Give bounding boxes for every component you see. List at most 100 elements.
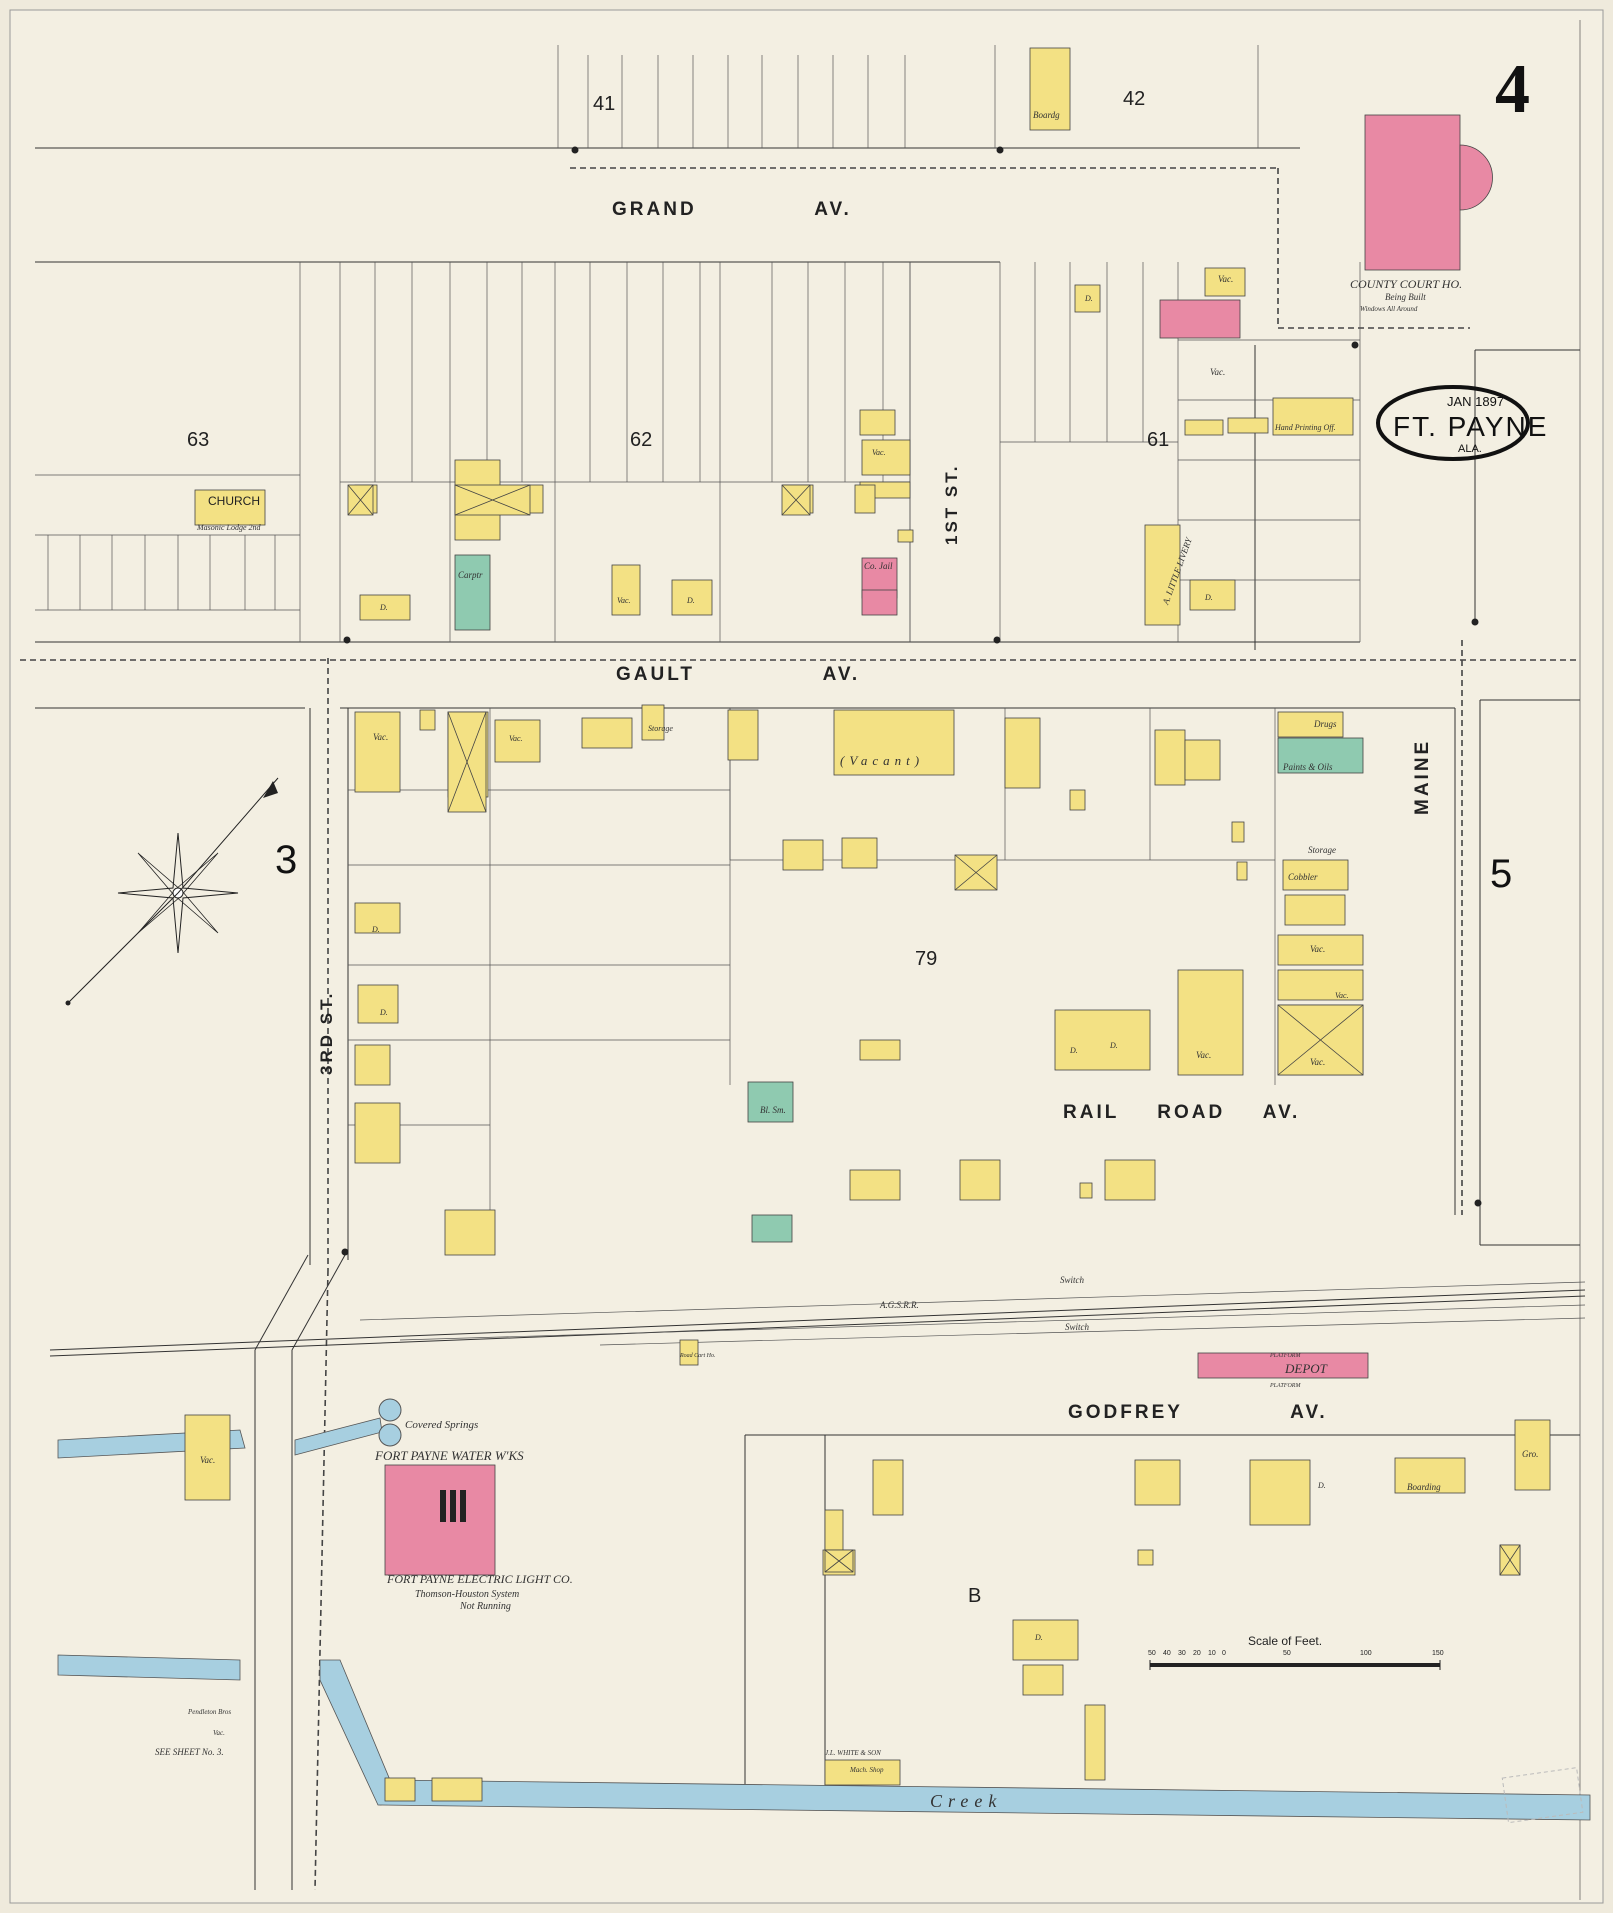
svg-text:30: 30 (1178, 1650, 1186, 1657)
title-town: FT. PAYNE (1393, 411, 1548, 442)
sheds (347, 484, 1521, 1576)
hand-printing-label: Hand Printing Off. (1274, 423, 1336, 432)
svg-text:0: 0 (1222, 1650, 1226, 1657)
pendleton-label: Pendleton Bros (187, 1708, 231, 1716)
sheet-number: 4 (1495, 51, 1530, 128)
road-cart-label: Road Cart Ho. (679, 1353, 716, 1359)
gault-av-label: GAULT AV. (616, 664, 860, 685)
stamp-box (1501, 1767, 1584, 1824)
courthouse-label: COUNTY COURT HO. (1350, 277, 1462, 291)
block-62: 62 (630, 429, 652, 451)
adjacent-sheet-5: 5 (1490, 852, 1512, 896)
d-label-7: D. (1069, 1046, 1078, 1055)
scale-ticks: 50 40 30 20 10 0 50 100 150 (1148, 1650, 1444, 1657)
block-63: 63 (187, 429, 209, 451)
carptr-label: Carptr (458, 570, 483, 580)
svg-text:50: 50 (1283, 1650, 1291, 1657)
waterworks-label: FORT PAYNE WATER W'KS (374, 1448, 524, 1463)
creek-label: Creek (930, 1791, 1002, 1811)
block-79-lots (348, 708, 1276, 1245)
d-label-5: D. (371, 925, 380, 934)
stone-buildings (454, 554, 1364, 1243)
vac-label-9: Vac. (617, 596, 631, 605)
railroad-av-label: RAIL ROAD AV. (1063, 1102, 1300, 1123)
vac-label-1: Vac. (373, 732, 388, 742)
svg-text:50: 50 (1148, 1650, 1156, 1657)
vac-label-2: Vac. (1210, 367, 1225, 377)
see-sheet-label: SEE SHEET No. 3. (155, 1747, 224, 1757)
title-date: JAN 1897 (1447, 394, 1504, 409)
svg-text:40: 40 (1163, 1650, 1171, 1657)
block-b: B (968, 1585, 981, 1607)
paper (9, 9, 1604, 1904)
masonic-label: Masonic Lodge 2nd (196, 523, 262, 532)
bl-sm-label: Bl. Sm. (760, 1105, 786, 1115)
block-63-lots (35, 262, 301, 642)
switch-label-1: Switch (1060, 1275, 1084, 1285)
courthouse-note-2: Windows All Around (1360, 305, 1418, 313)
godfrey-av-label: GODFREY AV. (1068, 1402, 1328, 1423)
maine-st-label: MAINE (1412, 739, 1433, 815)
drugs-label: Drugs (1313, 719, 1337, 729)
railroad-tracks (49, 1281, 1586, 1357)
title-cartouche-frame (1376, 385, 1530, 461)
d-label-3: D. (379, 603, 388, 612)
vac-label-6: Vac. (1196, 1050, 1211, 1060)
church-label: CHURCH (208, 494, 260, 508)
pump-machinery (440, 1490, 466, 1522)
vac-label-11: Vac. (1335, 991, 1349, 1000)
svg-text:100: 100 (1360, 1650, 1372, 1657)
d-label-6: D. (379, 1008, 388, 1017)
d-label-9: D. (1317, 1481, 1326, 1490)
block-79: 79 (915, 948, 937, 970)
brick-buildings (384, 114, 1493, 1576)
first-st-label: 1ST ST. (942, 464, 961, 545)
vac-label-5: Vac. (1310, 1057, 1325, 1067)
vac-label-8: Vac. (872, 448, 886, 457)
switch-label-2: Switch (1065, 1322, 1089, 1332)
vac-label-12: Vac. (213, 1729, 225, 1737)
storage-label-2: Storage (648, 724, 673, 733)
electric-label: FORT PAYNE ELECTRIC LIGHT CO. (386, 1572, 573, 1586)
boardg-label: Boardg (1033, 110, 1060, 120)
block-41-lots (557, 45, 1259, 148)
svg-text:150: 150 (1432, 1650, 1444, 1657)
paints-label: Paints & Oils (1282, 762, 1333, 772)
block-41: 41 (593, 93, 615, 115)
thomson-label: Thomson-Houston System (415, 1589, 519, 1600)
d-label-1: D. (1084, 294, 1093, 303)
compass-rose (65, 777, 279, 1006)
vac-label-3: Vac. (1218, 274, 1233, 284)
vac-label-4: Vac. (1310, 944, 1325, 954)
block-42: 42 (1123, 88, 1145, 110)
platform-label-1: PLATFORM (1269, 1353, 1301, 1359)
block-61: 61 (1147, 429, 1169, 451)
waterways (57, 1398, 1591, 1821)
street-lines (20, 147, 1580, 1891)
d-label-8: D. (1109, 1041, 1118, 1050)
scale-bar (1149, 1660, 1441, 1670)
machshop-label-2: Mach. Shop (849, 1766, 884, 1774)
adjacent-sheet-3: 3 (275, 838, 297, 882)
grand-av-label: GRAND AV. (612, 199, 852, 220)
platform-label-2: PLATFORM (1269, 1383, 1301, 1389)
vac-label-10: Vac. (509, 734, 523, 743)
corner-markers (341, 146, 1482, 1256)
covered-springs-label: Covered Springs (405, 1419, 478, 1431)
not-running-label: Not Running (459, 1601, 511, 1612)
boarding-label: Boarding (1407, 1482, 1441, 1492)
co-jail-label: Co. Jail (864, 561, 893, 571)
title-state: ALA. (1458, 443, 1482, 455)
d-label-10: D. (1034, 1633, 1043, 1642)
cobbler-label: Cobbler (1288, 872, 1318, 882)
svg-text:10: 10 (1208, 1650, 1216, 1657)
courthouse-note-1: Being Built (1385, 292, 1426, 302)
machshop-label: J.L. WHITE & SON (825, 1749, 881, 1757)
d-label-4: D. (686, 596, 695, 605)
third-st-label: 3RD ST. (317, 991, 336, 1075)
depot-label: DEPOT (1284, 1361, 1328, 1376)
vacant-label: (Vacant) (840, 753, 924, 768)
vac-label-7: Vac. (200, 1455, 215, 1465)
railroad-label: A.G.S.R.R. (879, 1300, 919, 1310)
